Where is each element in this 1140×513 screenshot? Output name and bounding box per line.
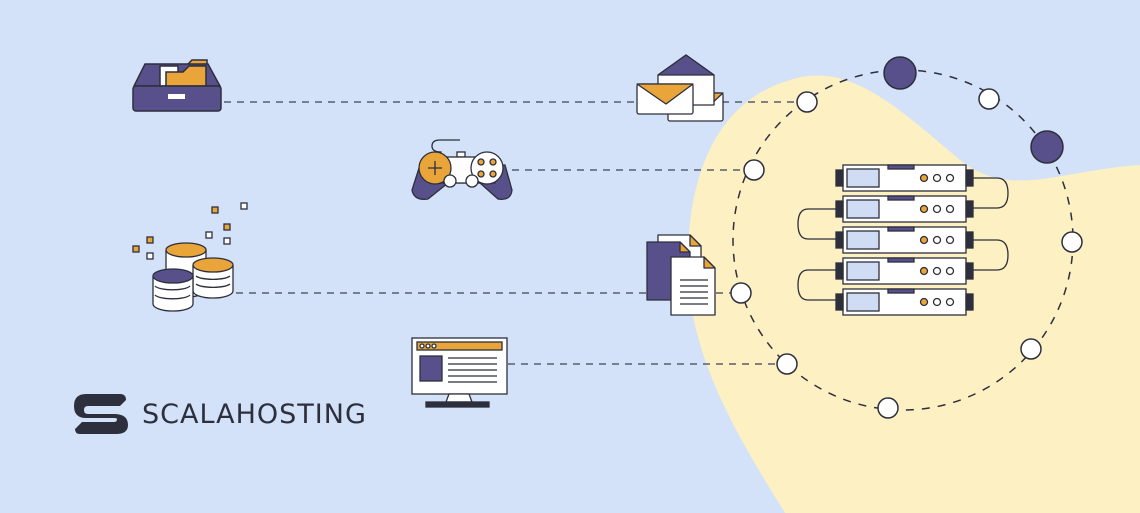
- orbit-node: [730, 282, 752, 304]
- coins-stack-icon: [132, 202, 248, 312]
- orbit-node: [743, 159, 765, 181]
- brand-logo: SCALAHOSTING: [72, 392, 367, 436]
- connector-lines: [224, 101, 796, 365]
- documents-icon: [646, 234, 716, 316]
- brand-name: SCALAHOSTING: [142, 398, 367, 430]
- gamepad-icon: [411, 139, 513, 200]
- orbit-node: [776, 353, 798, 375]
- server-unit: [835, 164, 974, 192]
- orbit-node: [1020, 338, 1042, 360]
- orbit-node: [1061, 231, 1083, 253]
- orbit-node: [877, 397, 899, 419]
- server-unit: [835, 226, 974, 254]
- orbit-node-filled: [883, 56, 917, 90]
- server-unit: [835, 195, 974, 223]
- scalahosting-s-logo-icon: [74, 394, 128, 434]
- orbit-node: [796, 91, 818, 113]
- orbit-node: [978, 88, 1000, 110]
- envelopes-icon: [636, 54, 724, 122]
- server-unit: [835, 288, 974, 316]
- monitor-webpage-icon: [411, 337, 508, 408]
- server-unit: [835, 257, 974, 285]
- orbit-node-filled: [1030, 130, 1064, 164]
- file-drawer-icon: [132, 59, 222, 112]
- orbit-nodes: [730, 56, 1083, 419]
- server-rack-icon: [797, 164, 1009, 316]
